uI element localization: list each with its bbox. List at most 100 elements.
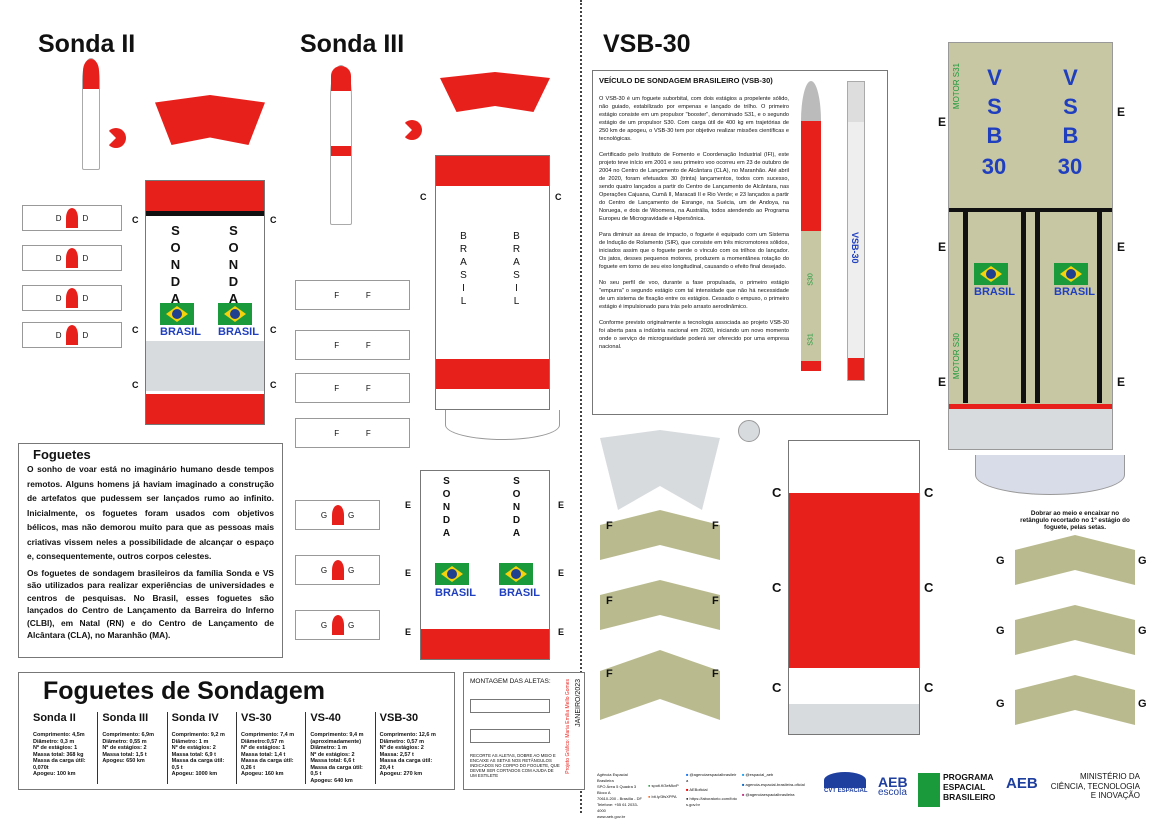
spec-line: Massa da carga útil: 0,5 t (310, 764, 363, 778)
aeb-escola-escola: escola (878, 787, 907, 798)
vsb-info-paragraph: Para diminuir as áreas de impacto, o fog… (599, 232, 789, 270)
fin-g-left (1015, 675, 1075, 725)
label-c: C (270, 325, 277, 335)
label-e: E (938, 115, 947, 129)
label-c: C (132, 215, 139, 225)
spotify-icon: ● (648, 783, 651, 788)
cvt-espacial-text: CVT ESPACIAL (824, 788, 868, 794)
spec-line: Massa da carga útil: 0,070t (33, 758, 86, 771)
nose-cone-circle (402, 120, 422, 140)
spec-line: Diâmetro: 1 m (171, 738, 209, 745)
vsb-info-paragraph: Conforme previsto originalmente a tecnol… (599, 320, 789, 350)
sonda-text: SONDA (441, 476, 452, 541)
vsb-info-paragraph: O VSB-30 é um foguete suborbital, com do… (599, 96, 789, 142)
brasil-label: BRASIL (499, 587, 540, 599)
sonda-iii-cone-cutout (440, 72, 550, 112)
spec-line: Comprimento: 6,9m (102, 732, 154, 738)
fin-f: F F (295, 418, 410, 448)
vsb-info-heading: VEÍCULO DE SONDAGEM BRASILEIRO (VSB-30) (599, 76, 773, 85)
youtube-link[interactable]: AEBoficial (689, 787, 708, 792)
social-links-2: ■ @agenciaespacialbrasileira ■ AEBoficia… (686, 772, 738, 808)
instagram-link[interactable]: @agenciaespacialbrasileira (745, 792, 795, 797)
label-c: C (772, 680, 782, 695)
spec-line: Nº de estágios: 2 (310, 751, 355, 758)
fin-f: F F (295, 373, 410, 403)
foguetes-heading: Foguetes (33, 447, 91, 462)
spec-line: Massa da carga útil: 20,4 t (379, 758, 433, 771)
spec-line: Comprimento: 9,4 m (310, 732, 364, 738)
fin-d: D D (22, 205, 122, 231)
spec-line: Comprimento: 4,5m (33, 732, 85, 738)
twitter-link[interactable]: @espacial_aeb (745, 772, 774, 777)
spec-line: Diâmetro: 0,3 m (33, 738, 75, 745)
label-e: E (558, 627, 565, 637)
label-g: G (996, 698, 1005, 710)
spec-line: Apogeu: 270 km (379, 771, 423, 777)
social-links-1: ● spoti.fi/3eMkvP ● bit.ly/3fsXPPA (648, 780, 682, 802)
spec-rocket-name: VS-40 (310, 712, 341, 724)
agency-phone: Telefone: +55 61 2033-4000 (597, 802, 639, 813)
fin-g: G G (295, 555, 380, 585)
s30-label: S30 (807, 273, 815, 286)
spec-line: Massa: 2,57 t (379, 751, 414, 758)
date: JANEIRO/2023 (575, 679, 582, 727)
brasil-label: BRASIL (974, 286, 1015, 298)
flickr-link[interactable]: https://laboratorio.com/fotos.gov.br (686, 796, 737, 807)
fin-assembly-diagram (470, 729, 550, 743)
sonda-text: SONDA (168, 223, 183, 308)
label-c: C (132, 325, 139, 335)
spec-rocket-name: Sonda II (33, 712, 76, 724)
cut-divider (580, 0, 582, 813)
spotify-link[interactable]: spoti.fi/3eMkvP (651, 783, 679, 788)
sonda-ii-body-cutout: SONDA SONDA BRASIL BRASIL (145, 180, 265, 425)
linkedin-link[interactable]: agencia-espacial-brasileira-oficial (745, 782, 805, 787)
vsb-30-rocket-label: VSB-30 (850, 232, 860, 264)
label-g: G (996, 625, 1005, 637)
title-sonda-ii: Sonda II (38, 30, 136, 58)
vsb-30-cone-cutout (600, 430, 720, 510)
spec-line: Diâmetro:0,57 m (240, 738, 284, 745)
label-e: E (405, 627, 412, 637)
ring-cutout (445, 410, 560, 440)
fin-assembly-diagram (470, 699, 550, 713)
fin-f: F F (295, 280, 410, 310)
vsb-number: 30 (1057, 154, 1083, 179)
label-g: G (1138, 698, 1147, 710)
spec-line: Nº de estágios: 2 (171, 745, 216, 751)
foguetes-paragraph: O sonho de voar está no imaginário human… (27, 464, 274, 561)
spec-line: Nº de estágios: 2 (102, 745, 147, 751)
ministerio-line: CIÊNCIA, TECNOLOGIA (1050, 781, 1140, 791)
spec-line: (aproximadamente) (310, 738, 362, 745)
spec-line: Diâmetro: 1 m (310, 745, 347, 751)
fin-g: G G (295, 500, 380, 530)
spec-rocket-name: Sonda III (102, 712, 149, 724)
motor-s30-label: MOTOR S30 (952, 333, 961, 380)
label-f: F (606, 668, 613, 680)
fin-f-right (660, 580, 720, 630)
facebook-link[interactable]: @agenciaespacialbrasileira (686, 772, 737, 783)
spec-line: Apogeu: 640 km (310, 777, 353, 784)
spec-rocket-name: Sonda IV (171, 712, 219, 724)
spec-line: Nº de estágios: 1 (33, 745, 78, 751)
label-e: E (405, 568, 412, 578)
brasil-label: BRASIL (218, 326, 259, 338)
ministerio-line: E INOVAÇÃO (1090, 791, 1140, 800)
brasil-vertical: BRASIL (458, 231, 469, 309)
linkedin-icon: ■ (742, 782, 745, 787)
agency-address: SPO Área 5 Quadra 3 Bloco A (597, 784, 637, 795)
spec-line: Nº de estágios: 1 (240, 745, 286, 751)
nose-cone-circle (738, 420, 760, 442)
soundcloud-link[interactable]: bit.ly/3fsXPPA (651, 794, 677, 799)
sonda-text: SONDA (226, 223, 241, 308)
spec-rocket-name: VSB-30 (379, 712, 419, 724)
spec-line: Massa total: 368 kg (33, 751, 84, 758)
social-links-3: ■ @espacial_aeb ■ agencia-espacial-brasi… (742, 772, 818, 798)
agency-site[interactable]: www.aeb.gov.br (597, 814, 626, 819)
label-f: F (712, 595, 719, 607)
spec-line: Massa total: 1,4 t (240, 751, 286, 758)
label-c: C (772, 485, 782, 500)
fin-f-left (600, 650, 660, 720)
sonda-text: SONDA (511, 476, 522, 541)
